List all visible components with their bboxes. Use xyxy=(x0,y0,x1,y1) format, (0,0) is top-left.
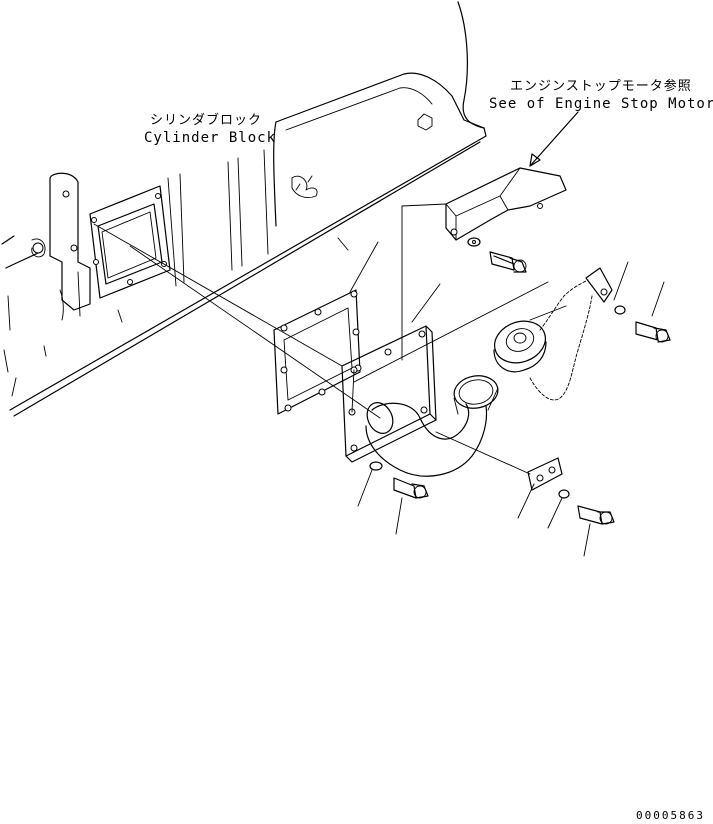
stop-motor-label-en: See of Engine Stop Motor xyxy=(489,96,713,112)
chain-bracket xyxy=(527,457,563,491)
part-leaders xyxy=(349,111,665,557)
bolt-lower-right xyxy=(558,489,615,525)
stop-motor-bracket xyxy=(445,167,567,241)
assembly-lines xyxy=(93,203,549,475)
drawing-number: 00005863 xyxy=(636,809,705,822)
bolt-lower-left xyxy=(369,461,429,499)
cylinder-block-label-en: Cylinder Block xyxy=(144,130,276,146)
bolt-top xyxy=(467,237,527,273)
cap-with-chain xyxy=(493,267,613,401)
cylinder-block xyxy=(1,1,487,417)
stop-motor-label-jp: エンジンストップモータ参照 xyxy=(510,78,692,94)
cylinder-block-label-jp: シリンダブロック xyxy=(150,112,262,128)
elbow-pipe xyxy=(365,375,499,477)
cover-plate xyxy=(341,325,437,463)
bolt-right xyxy=(614,305,671,343)
